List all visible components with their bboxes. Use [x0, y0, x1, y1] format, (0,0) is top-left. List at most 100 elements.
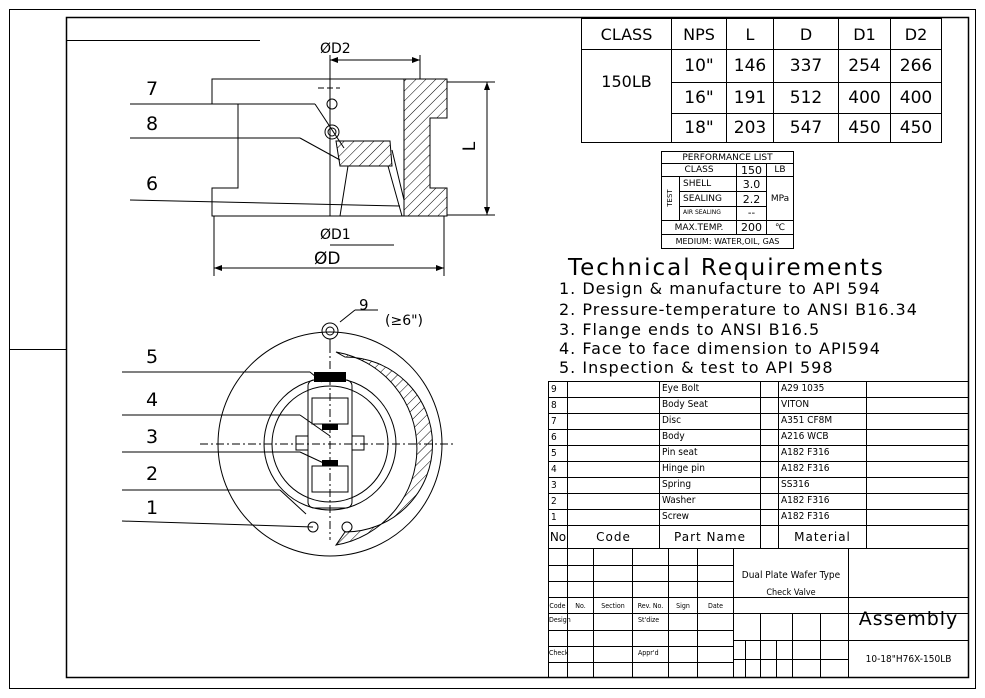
- parts-header-name: Part Name: [674, 530, 746, 544]
- dim-d1-label: ØD1: [320, 227, 351, 243]
- part-no: 2: [551, 496, 557, 507]
- tb-col-no: No.: [575, 601, 586, 610]
- dim-row1-d2: 266: [899, 56, 933, 76]
- parts-header-material: Material: [794, 530, 851, 544]
- dim-row3-d: 547: [789, 118, 823, 138]
- part-no: 5: [551, 448, 557, 459]
- leader-label-2: 2: [146, 463, 159, 485]
- dim-header-d2: D2: [904, 24, 928, 44]
- tb-col-date: Date: [707, 601, 724, 610]
- part-no: 1: [551, 512, 557, 523]
- parts-header-code: Code: [596, 530, 631, 544]
- tb-check-label: Check: [549, 649, 569, 657]
- part-name: Body Seat: [662, 399, 708, 410]
- dim-row3-nps: 18": [684, 118, 714, 138]
- part-no: 3: [551, 480, 557, 491]
- requirement-3: 3. Flange ends to ANSI B16.5: [559, 320, 821, 339]
- perf-shell-label: SHELL: [683, 179, 712, 189]
- tb-approve-label: Appr'd: [638, 649, 659, 657]
- dim-row2-nps: 16": [684, 88, 714, 108]
- part-name: Body: [662, 431, 685, 442]
- perf-sealing-label: SEALING: [683, 194, 722, 204]
- perf-shell-value: 3.0: [742, 177, 761, 191]
- performance-table-grid: [661, 151, 794, 249]
- part-no: 9: [551, 384, 557, 395]
- part-name: Disc: [662, 415, 682, 426]
- product-sub: Check Valve: [766, 588, 816, 598]
- perf-air-value: --: [747, 208, 756, 219]
- dimension-arrowheads: [214, 57, 490, 271]
- leader-label-5: 5: [146, 346, 159, 368]
- dim-header-class: CLASS: [600, 24, 653, 44]
- tb-col-rev: Rev. No.: [637, 601, 664, 610]
- tb-col-sign: Sign: [676, 601, 690, 610]
- part-material: SS316: [781, 479, 810, 490]
- part-material: VITON: [781, 399, 810, 410]
- part-name: Eye Bolt: [662, 383, 700, 394]
- part-name: Spring: [662, 479, 692, 490]
- requirement-2: 2. Pressure-temperature to ANSI B16.34: [559, 300, 918, 319]
- dim-row2-d: 512: [789, 88, 823, 108]
- part-name: Pin seat: [662, 447, 698, 458]
- dim-row1-l: 146: [733, 56, 767, 76]
- dim-header-d: D: [799, 24, 813, 44]
- requirement-4: 4. Face to face dimension to API594: [559, 339, 881, 358]
- dim-class-value: 150LB: [601, 71, 652, 91]
- perf-title: PERFORMANCE LIST: [682, 152, 773, 163]
- tb-design-label: Design: [549, 616, 571, 624]
- product-name: Dual Plate Wafer Type: [741, 569, 841, 581]
- tb-standard-label: St'dize: [638, 616, 660, 624]
- tb-col-code: Code: [549, 601, 566, 610]
- perf-temp-value: 200: [741, 221, 762, 234]
- perf-class-unit: LB: [774, 165, 786, 175]
- part-material: A216 WCB: [781, 431, 829, 442]
- part-no: 7: [551, 416, 557, 427]
- part-material: A29 1035: [781, 383, 825, 394]
- eyebolt-note: (≥6"): [385, 313, 424, 329]
- drawing-number: 10-18"H76X-150LB: [865, 654, 952, 665]
- leader-label-4: 4: [146, 389, 159, 411]
- leader-label-1: 1: [146, 497, 159, 519]
- leader-label-8: 8: [146, 113, 159, 135]
- part-no: 6: [551, 432, 557, 443]
- perf-temp-unit: ℃: [774, 222, 786, 233]
- dim-l-label: L: [460, 141, 481, 152]
- drawing-title: Assembly: [858, 608, 959, 630]
- perf-temp-label: MAX.TEMP.: [674, 222, 724, 233]
- dim-row1-nps: 10": [684, 56, 714, 76]
- dim-d-label: ØD: [314, 249, 341, 269]
- dim-header-nps: NPS: [683, 24, 715, 44]
- sheet-frame: [9, 9, 976, 689]
- dim-row3-d1: 450: [848, 118, 881, 138]
- dim-row2-l: 191: [733, 88, 767, 108]
- perf-class-label: CLASS: [684, 165, 714, 175]
- front-view: [121, 309, 455, 557]
- part-name: Hinge pin: [662, 463, 705, 474]
- front-view-fills: [314, 372, 346, 466]
- part-material: A182 F316: [781, 495, 830, 506]
- tb-col-section: Section: [601, 601, 625, 610]
- part-material: A182 F316: [781, 511, 830, 522]
- dimension-table-grid: [581, 18, 942, 143]
- leader-label-9: 9: [359, 296, 369, 314]
- dim-d2-label: ØD2: [320, 41, 351, 57]
- dim-row2-d2: 400: [899, 88, 933, 108]
- leader-label-7: 7: [146, 78, 159, 100]
- part-material: A182 F316: [781, 463, 830, 474]
- perf-sealing-value: 2.2: [742, 192, 761, 206]
- dim-row1-d: 337: [789, 56, 823, 76]
- perf-test-label: TEST: [666, 189, 674, 207]
- dim-header-l: L: [745, 24, 755, 44]
- dim-row1-d1: 254: [848, 56, 881, 76]
- leader-label-6: 6: [146, 173, 159, 195]
- part-name: Washer: [662, 495, 696, 506]
- perf-air-label: AIR SEALING: [683, 209, 721, 216]
- parts-table-grid: [548, 381, 969, 678]
- parts-header-no: No: [549, 530, 567, 544]
- dim-row3-d2: 450: [899, 118, 933, 138]
- perf-medium: MEDIUM: WATER,OIL, GAS: [675, 237, 780, 246]
- part-material: A351 CF8M: [781, 415, 833, 426]
- part-material: A182 F316: [781, 447, 830, 458]
- part-name: Screw: [662, 511, 690, 522]
